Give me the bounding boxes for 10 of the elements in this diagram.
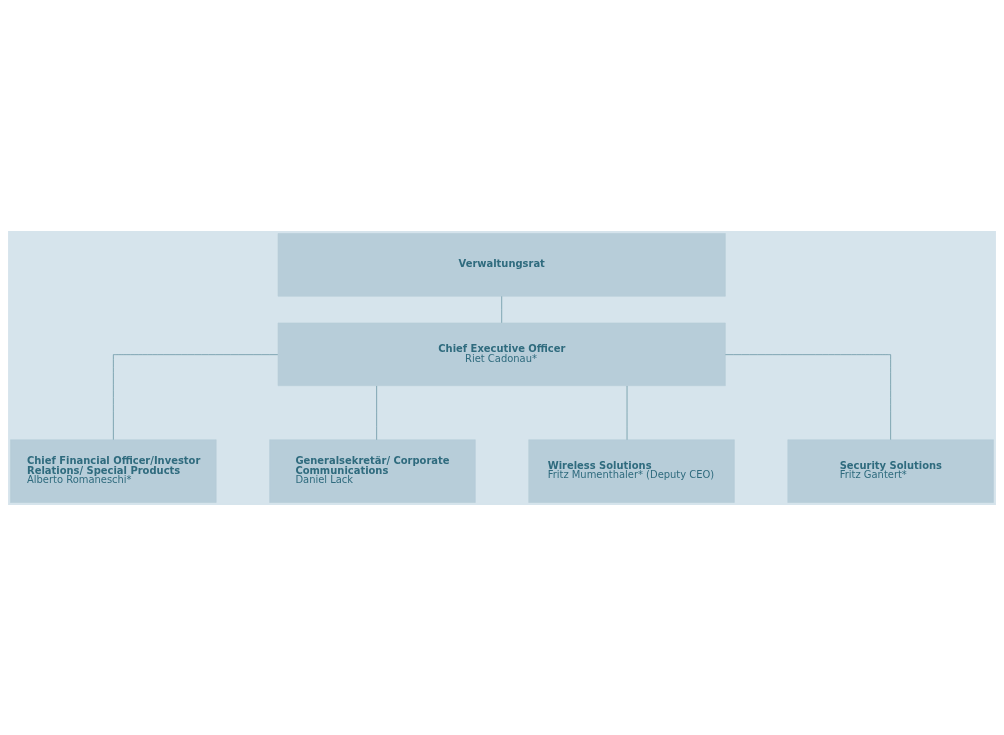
connector [501,295,502,323]
connector [725,353,891,440]
node-box: Security Solutions Fritz Gantert* [787,438,994,503]
connector [376,385,377,440]
node-box: Chief Executive Officer Riet Cadonau* [277,322,726,386]
node-box: Chief Financial Officer/Investor Relations/ Special Products Alberto Romaneschi* [10,438,217,503]
connector [113,353,279,440]
node-box: Wireless Solutions Fritz Mumenthaler* (Deputy CEO) [528,438,735,503]
node-box: Verwaltungsrat [277,232,726,297]
node-box: Generalsekretär/ Corporate Communications Daniel Lack [269,438,476,503]
